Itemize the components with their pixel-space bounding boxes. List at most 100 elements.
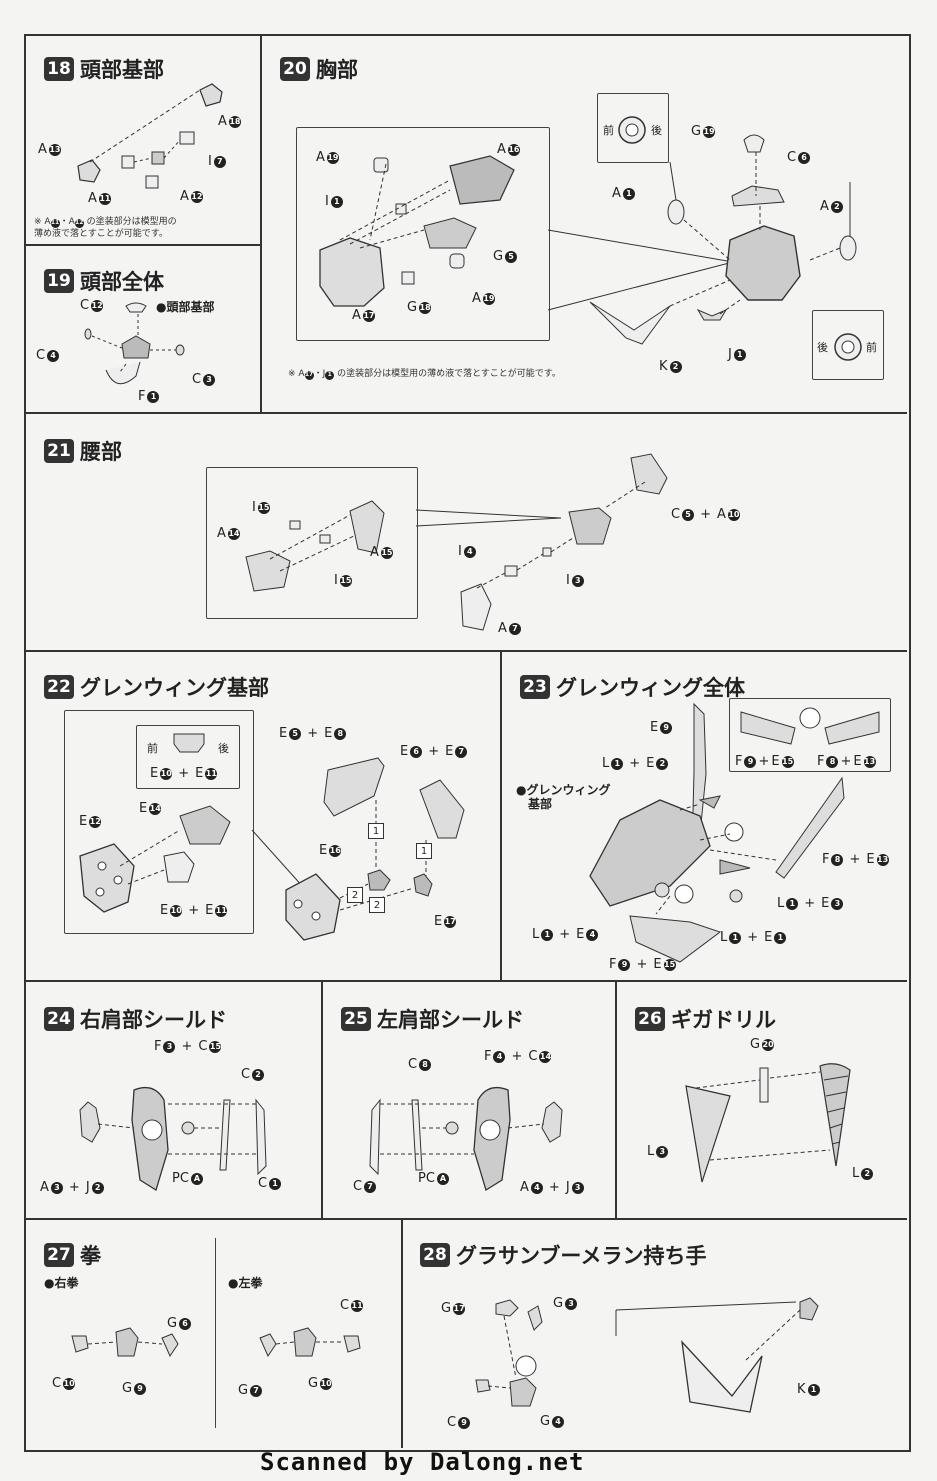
step-27-header: 27 拳	[44, 1240, 101, 1270]
ring-part-1	[618, 116, 646, 144]
wing-base-ref: ●グレンウィング基部	[516, 783, 611, 811]
giga-drill-diagram	[685, 1063, 851, 1183]
panel-18	[26, 36, 262, 246]
panel-19	[26, 246, 262, 414]
step-28-header: 28 グラサンブーメラン持ち手	[420, 1240, 707, 1270]
chest-detail-parts	[319, 155, 515, 307]
head-base-ref: ●頭部基部	[156, 300, 215, 314]
step-23-header: 23 グレンウィング全体	[520, 672, 745, 702]
panel-25	[323, 982, 617, 1220]
chest-assembly-diagram	[589, 134, 857, 345]
panel-21	[26, 414, 907, 652]
label-back-22: 後	[218, 742, 229, 755]
wing-assembly-diagram	[589, 702, 845, 963]
head-assembly-diagram	[84, 302, 185, 385]
wing-tip-inset-parts	[740, 707, 880, 745]
ring-part-2	[834, 333, 862, 361]
waist-detail-inset	[206, 467, 418, 619]
label-back-2: 後	[817, 341, 828, 354]
waist-assembly-diagram	[460, 453, 668, 631]
step-title: 頭部基部	[80, 58, 164, 82]
fist-divider	[215, 1238, 216, 1428]
right-fist-diagram	[71, 1327, 179, 1358]
panel-20	[262, 36, 907, 414]
step-25-header: 25 左肩部シールド	[341, 1004, 524, 1034]
label-back-1: 後	[651, 124, 662, 137]
step-marker-1a: 1	[368, 823, 384, 839]
panel-26	[617, 982, 907, 1220]
step-20-header: 20 胸部	[280, 54, 358, 84]
panel-27	[26, 1220, 403, 1448]
inset-pointer-21	[415, 509, 562, 527]
boomerang-hand-diagram	[475, 1297, 819, 1413]
inset-pointer-22	[251, 829, 305, 889]
step-22-header: 22 グレンウィング基部	[44, 672, 269, 702]
label-front-22: 前	[147, 742, 158, 755]
step-marker-2b: 2	[369, 897, 385, 913]
panel-23	[502, 652, 907, 982]
front-back-inset-1	[597, 93, 669, 163]
right-fist-label: ●右拳	[44, 1276, 79, 1290]
step-21-header: 21 腰部	[44, 436, 122, 466]
label-front-2: 前	[866, 341, 877, 354]
step-marker-1b: 1	[416, 843, 432, 859]
left-fist-diagram	[259, 1327, 361, 1358]
panel-22	[26, 652, 502, 982]
left-fist-label: ●左拳	[228, 1276, 263, 1290]
